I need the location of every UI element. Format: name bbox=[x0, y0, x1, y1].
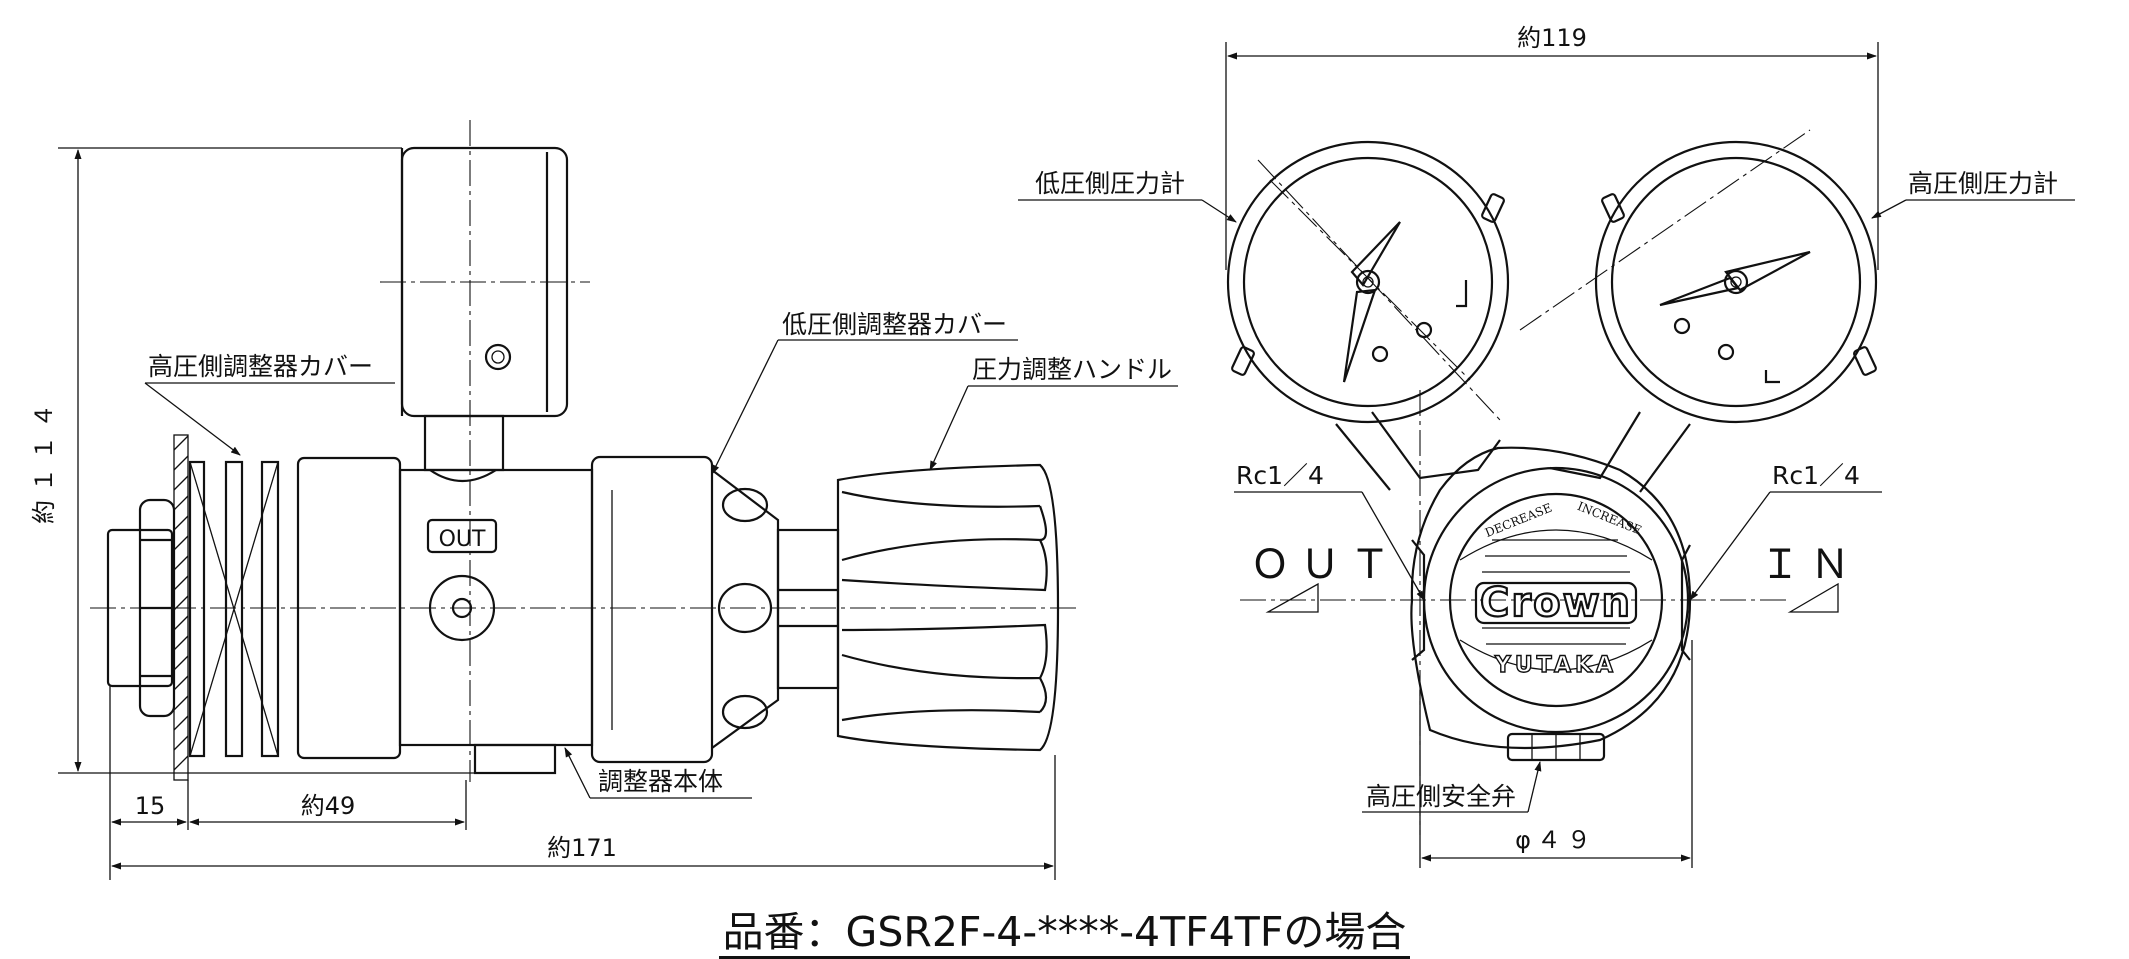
label-high-side-gauge: 高圧側圧力計 bbox=[1908, 169, 2058, 198]
label-regulator-body: 調整器本体 bbox=[598, 767, 723, 796]
panel-hatch bbox=[173, 435, 189, 771]
leader-high-cover bbox=[144, 382, 395, 456]
label-port-right: Rc1／4 bbox=[1772, 461, 1860, 490]
label-in: ＩＮ bbox=[1760, 542, 1860, 588]
leader-body bbox=[564, 747, 752, 799]
dim-body-length: 約49 bbox=[301, 792, 356, 820]
side-view: OUT 高圧 bbox=[30, 120, 1178, 880]
out-marking: OUT bbox=[439, 527, 486, 552]
high-side-gauge bbox=[1594, 140, 1878, 424]
label-low-side-gauge: 低圧側圧力計 bbox=[1035, 169, 1185, 198]
dim-flange: 15 bbox=[135, 792, 166, 820]
caption-text: 品番：GSR2F-4-****-4TF4TFの場合 bbox=[718, 908, 1411, 959]
front-view: Crown YUTAKA DECREASE INCREASE ＯＵＴ ＩＮ Rc… bbox=[1018, 24, 2075, 868]
leader-high-gauge bbox=[1871, 199, 2075, 219]
dim-gauge-width: 約119 bbox=[1517, 24, 1587, 52]
low-side-gauge bbox=[1226, 140, 1510, 424]
leader-port-right bbox=[1689, 491, 1882, 601]
label-out: ＯＵＴ bbox=[1250, 542, 1400, 588]
leader-safety-valve bbox=[1362, 761, 1542, 813]
leader-low-cover bbox=[711, 339, 1018, 475]
knob-maker: YUTAKA bbox=[1494, 653, 1617, 678]
label-high-side-safety-valve: 高圧側安全弁 bbox=[1366, 782, 1516, 811]
caption: 品番：GSR2F-4-****-4TF4TFの場合 bbox=[0, 898, 2129, 959]
label-port-left: Rc1／4 bbox=[1236, 461, 1324, 490]
dim-total-length: 約171 bbox=[547, 834, 617, 862]
leader-handle bbox=[929, 385, 1178, 471]
knob-increase: INCREASE bbox=[1575, 499, 1643, 537]
dim-height: 約１１４ bbox=[30, 396, 58, 524]
label-low-side-regulator-cover: 低圧側調整器カバー bbox=[782, 310, 1007, 339]
leader-low-gauge bbox=[1018, 199, 1237, 223]
label-pressure-adjust-handle: 圧力調整ハンドル bbox=[972, 355, 1172, 384]
leader-port-left bbox=[1234, 491, 1425, 601]
knob-brand: Crown bbox=[1480, 580, 1632, 626]
regulator-front: Crown YUTAKA DECREASE INCREASE bbox=[1410, 446, 1692, 762]
dim-body-diameter: φ４９ bbox=[1515, 826, 1597, 854]
label-high-side-regulator-cover: 高圧側調整器カバー bbox=[148, 352, 373, 381]
